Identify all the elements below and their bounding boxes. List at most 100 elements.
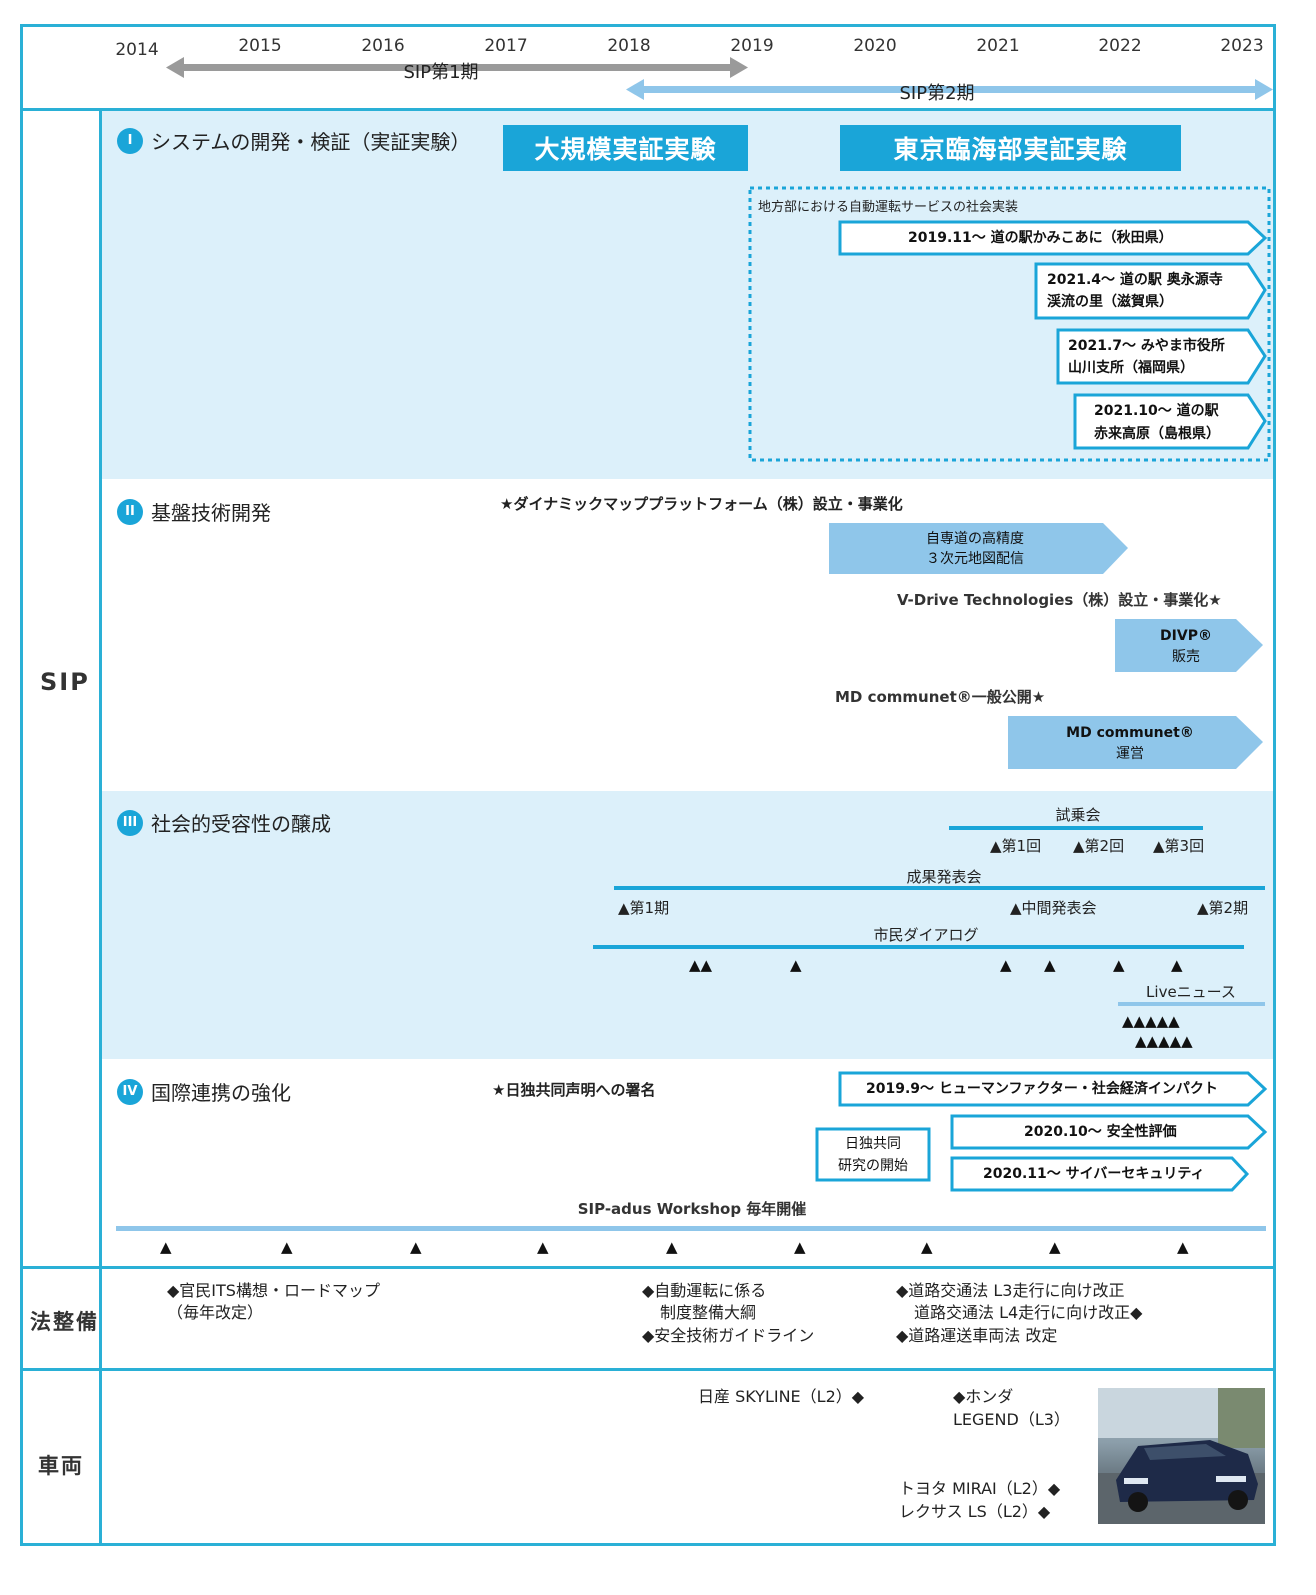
regional-heading: 地方部における自動運転サービスの社会実装 bbox=[758, 200, 1019, 215]
year-label: 2022 bbox=[1098, 36, 1142, 56]
workshop-label: SIP-adus Workshop 毎年開催 bbox=[577, 1200, 807, 1218]
section-3-title: III 社会的受容性の醸成 bbox=[117, 808, 331, 837]
section-number-badge: I bbox=[117, 127, 143, 154]
law-vehicle-act: ◆道路運送車両法 改定 bbox=[896, 1326, 1058, 1345]
workshop-mark: ▲ bbox=[537, 1238, 549, 1256]
law-guideline: ◆安全技術ガイドライン bbox=[642, 1326, 815, 1345]
law-roadmap-line2: （毎年改定） bbox=[167, 1303, 264, 1322]
year-label: 2021 bbox=[976, 36, 1020, 56]
workshop-mark: ▲ bbox=[410, 1238, 422, 1256]
hd-map-arrow bbox=[829, 523, 1128, 574]
section-2-title: II 基盤技術開発 bbox=[117, 497, 271, 526]
joint-research-line1: 日独共同 bbox=[845, 1136, 901, 1152]
hd-map-label-line2: ３次元地図配信 bbox=[926, 551, 1024, 567]
year-label: 2018 bbox=[607, 36, 651, 56]
joint-research-box bbox=[815, 1127, 931, 1182]
workshop-mark: ▲ bbox=[1177, 1238, 1189, 1256]
row-label-law: 法整備 bbox=[30, 1310, 99, 1334]
dialog-line bbox=[593, 945, 1244, 949]
ride-mark: ▲第1回 bbox=[990, 837, 1042, 855]
phase2-label: SIP第2期 bbox=[899, 83, 975, 104]
ride-mark: ▲第2回 bbox=[1073, 837, 1125, 855]
law-outline-line1: ◆自動運転に係る bbox=[642, 1281, 767, 1300]
regional-item-3-line2: 山川支所（福岡県） bbox=[1068, 360, 1194, 376]
safety-arrow bbox=[950, 1114, 1268, 1150]
divp-arrow bbox=[1115, 619, 1263, 672]
dialog-mark: ▲▲ bbox=[689, 956, 713, 974]
section-4-title: IV 国際連携の強化 bbox=[117, 1077, 291, 1106]
dialog-mark: ▲ bbox=[1044, 956, 1056, 974]
safety-label: 2020.10～ 安全性評価 bbox=[1024, 1124, 1177, 1140]
vehicle-nissan: 日産 SKYLINE（L2）◆ bbox=[698, 1387, 865, 1406]
phase1-arrow bbox=[166, 57, 748, 78]
law-divider bbox=[20, 1266, 1276, 1269]
regional-item-2-line1: 2021.4～ 道の駅 奥永源寺 bbox=[1047, 272, 1223, 288]
ride-mark: ▲第3回 bbox=[1153, 837, 1205, 855]
hf-arrow bbox=[838, 1071, 1268, 1107]
dialog-mark: ▲ bbox=[1000, 956, 1012, 974]
vehicle-lexus: レクサス LS（L2）◆ bbox=[899, 1502, 1051, 1521]
md-communet-label-line2: 運営 bbox=[1116, 746, 1144, 762]
section-3-band bbox=[102, 791, 1273, 1059]
label-column-divider bbox=[99, 108, 102, 1546]
dialog-mark: ▲ bbox=[1171, 956, 1183, 974]
regional-dotted-box bbox=[748, 186, 1271, 462]
regional-item-1: 2019.11～ 道の駅かみこあに（秋田県） bbox=[908, 230, 1173, 246]
section-1-title: I システムの開発・検証（実証実験） bbox=[117, 126, 470, 155]
dialog-mark: ▲ bbox=[1113, 956, 1125, 974]
ride-line bbox=[949, 826, 1203, 830]
year-label: 2019 bbox=[730, 36, 774, 56]
hd-map-label-line1: 自専道の高精度 bbox=[926, 531, 1024, 547]
md-communet-arrow bbox=[1008, 716, 1263, 769]
large-scale-banner: 大規模実証実験 bbox=[503, 125, 748, 171]
hf-label: 2019.9～ ヒューマンファクター・社会経済インパクト bbox=[866, 1081, 1218, 1097]
cyber-label: 2020.11～ サイバーセキュリティ bbox=[983, 1166, 1205, 1182]
dialog-mark: ▲ bbox=[790, 956, 802, 974]
vehicle-honda-line2: LEGEND（L3） bbox=[953, 1410, 1070, 1429]
car-illustration bbox=[1098, 1388, 1265, 1524]
year-label: 2023 bbox=[1220, 36, 1264, 56]
joint-research-line2: 研究の開始 bbox=[838, 1158, 908, 1174]
header-divider bbox=[20, 108, 1276, 111]
section-number-badge: II bbox=[117, 498, 143, 525]
regional-arrow-1 bbox=[838, 220, 1268, 256]
row-label-vehicle: 車両 bbox=[38, 1454, 84, 1478]
regional-item-2-line2: 渓流の里（滋賀県） bbox=[1047, 294, 1173, 310]
results-mark-phase1: ▲第1期 bbox=[618, 899, 670, 917]
workshop-mark: ▲ bbox=[666, 1238, 678, 1256]
year-label: 2014 bbox=[115, 40, 159, 60]
honda-legend-photo bbox=[1098, 1388, 1265, 1524]
workshop-mark: ▲ bbox=[794, 1238, 806, 1256]
regional-arrow-2 bbox=[1034, 262, 1267, 320]
vehicle-divider bbox=[20, 1368, 1276, 1371]
md-communet-label-line1: MD communet® bbox=[1066, 725, 1194, 741]
section-number-badge: III bbox=[117, 809, 143, 836]
law-roadmap-line1: ◆官民ITS構想・ロードマップ bbox=[167, 1281, 380, 1300]
md-communet-milestone: MD communet®一般公開★ bbox=[835, 688, 1046, 706]
vehicle-toyota: トヨタ MIRAI（L2）◆ bbox=[899, 1479, 1061, 1498]
live-line bbox=[1118, 1002, 1265, 1006]
live-news-label: Liveニュース bbox=[1146, 983, 1236, 1001]
regional-arrow-4 bbox=[1073, 393, 1267, 450]
regional-item-4-line1: 2021.10～ 道の駅 bbox=[1094, 403, 1219, 419]
year-label: 2017 bbox=[484, 36, 528, 56]
live-news-marks-row2: ▲▲▲▲▲ bbox=[1135, 1032, 1193, 1050]
results-line bbox=[614, 886, 1265, 890]
workshop-mark: ▲ bbox=[281, 1238, 293, 1256]
divp-label-line2: 販売 bbox=[1172, 649, 1200, 665]
section-title-text: 国際連携の強化 bbox=[151, 1081, 291, 1105]
vehicle-honda-line1: ◆ホンダ bbox=[953, 1387, 1014, 1406]
workshop-mark: ▲ bbox=[1049, 1238, 1061, 1256]
phase1-label: SIP第1期 bbox=[403, 62, 479, 83]
dmp-milestone: ★ダイナミックマッププラットフォーム（株）設立・事業化 bbox=[500, 495, 903, 513]
law-l4-revision: 道路交通法 L4走行に向け改正◆ bbox=[914, 1303, 1143, 1322]
joint-statement-milestone: ★日独共同声明への署名 bbox=[492, 1081, 656, 1099]
results-mark-phase2: ▲第2期 bbox=[1197, 899, 1249, 917]
year-label: 2020 bbox=[853, 36, 897, 56]
law-l3-revision: ◆道路交通法 L3走行に向け改正 bbox=[896, 1281, 1125, 1300]
workshop-mark: ▲ bbox=[921, 1238, 933, 1256]
cyber-arrow bbox=[950, 1156, 1250, 1192]
section-title-text: システムの開発・検証（実証実験） bbox=[151, 130, 471, 154]
law-outline-line2: 制度整備大綱 bbox=[660, 1303, 757, 1322]
